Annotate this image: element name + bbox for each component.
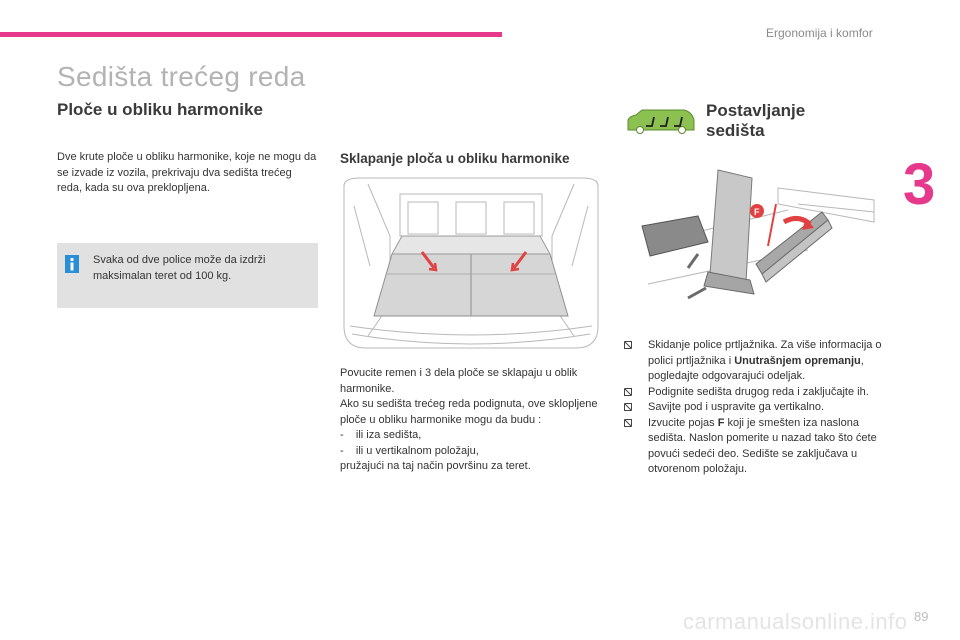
page-number: 89: [914, 609, 929, 624]
chapter-number: 3: [903, 152, 936, 217]
step-text: Savijte pod i uspravite ga vertikalno.: [648, 401, 825, 413]
step-item: Skidanje police prtljažnika. Za više inf…: [624, 338, 892, 385]
step-bullet-icon: [624, 403, 632, 411]
folding-subtitle: Sklapanje ploča u obliku harmonike: [340, 151, 570, 166]
info-box: Svaka od dve police može da izdrži maksi…: [57, 243, 318, 308]
dash-item: - ili iza sedišta,: [340, 429, 422, 441]
info-text: Svaka od dve police može da izdrži maksi…: [93, 254, 266, 282]
page-title: Sedišta trećeg reda: [57, 61, 306, 92]
step-text: Izvucite pojas: [648, 416, 718, 429]
dash-item: - ili u vertikalnom položaju,: [340, 444, 479, 457]
step-bullet-icon: [624, 418, 632, 427]
illustration-label-f: F: [754, 207, 760, 217]
step-text: Podignite sedišta drugog reda i zaključa…: [648, 385, 869, 398]
seat-setup-title: Postavljanje sedišta: [706, 101, 806, 140]
instruction-closing: pružajući na taj način površinu za teret…: [340, 460, 531, 472]
trunk-folding-panels-illustration: [343, 177, 599, 349]
instruction-line: Ako su sedišta trećeg reda podignuta, ov…: [340, 398, 598, 426]
header-accent-bar: [0, 32, 502, 37]
step-text: koji je smešten iza naslona sedišta. Nas…: [648, 416, 877, 476]
step-text: , pogledajte odgovarajući odeljak.: [648, 354, 864, 383]
section-subtitle: Ploče u obliku harmonike: [57, 100, 263, 119]
step-text-bold: F: [717, 416, 725, 429]
step-bullet-icon: [624, 341, 632, 349]
seat-setup-illustration: F: [641, 169, 875, 300]
section-name: Ergonomija i komfor: [766, 26, 873, 40]
seat-setup-steps: Skidanje police prtljažnika. Za više inf…: [624, 338, 892, 478]
car-seats-icon: [627, 109, 695, 134]
step-item: Savijte pod i uspravite ga vertikalno.: [624, 400, 892, 416]
step-item: Podignite sedišta drugog reda i zaključa…: [624, 385, 892, 401]
step-item: Izvucite pojas F koji je smešten iza nas…: [624, 416, 892, 478]
instruction-line: Povucite remen i 3 dela ploče se sklapaj…: [340, 367, 578, 395]
step-text: Skidanje police prtljažnika. Za više inf…: [648, 339, 882, 367]
step-text-bold: Unutrašnjem opremanju: [734, 354, 861, 367]
folding-instructions: Povucite remen i 3 dela ploče se sklapaj…: [340, 366, 600, 475]
step-bullet-icon: [624, 387, 632, 396]
watermark: carmanualsonline.info: [683, 609, 908, 634]
intro-paragraph: Dve krute ploče u obliku harmonike, koje…: [57, 151, 317, 194]
info-icon: [65, 255, 79, 273]
